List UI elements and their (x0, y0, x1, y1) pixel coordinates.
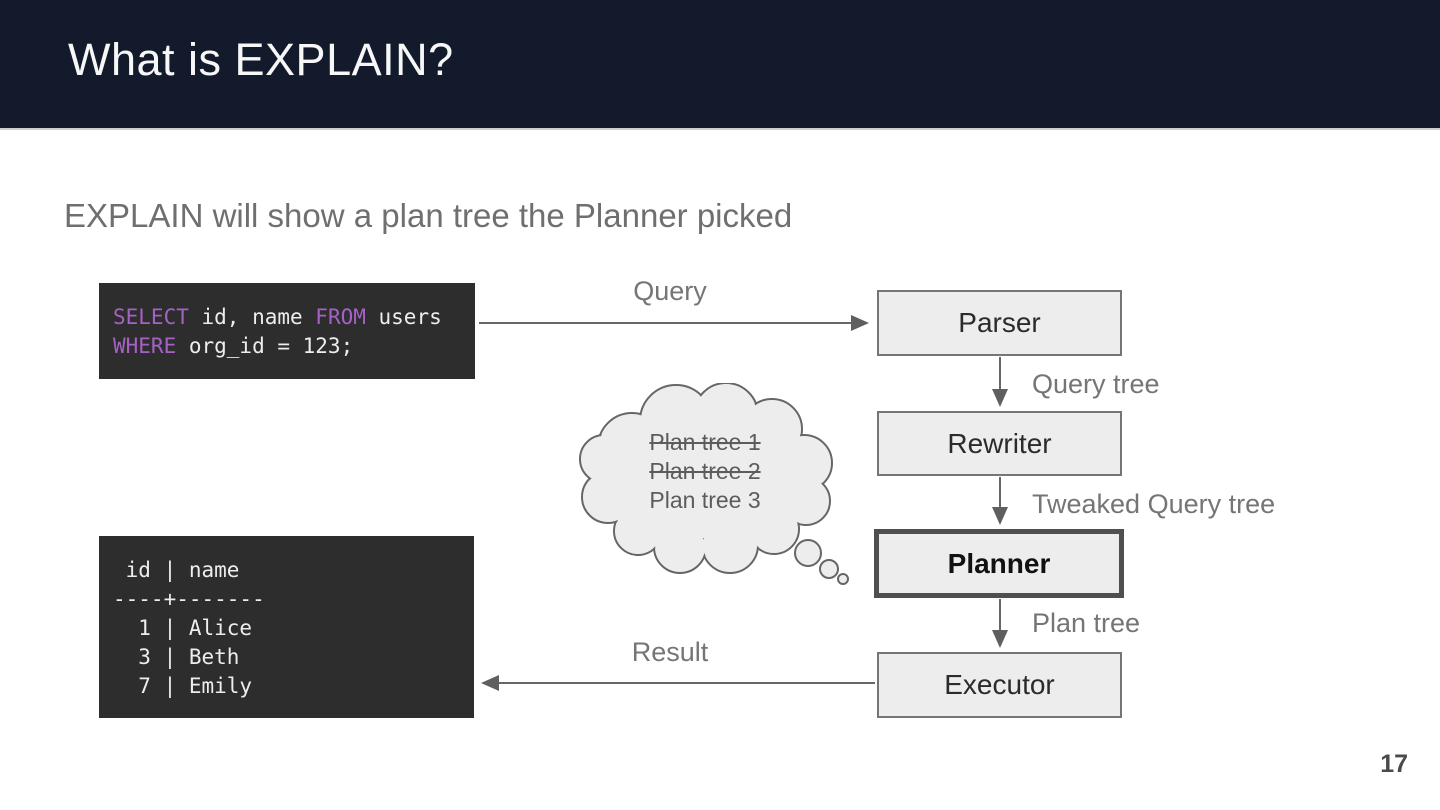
sql-fragment-fields: id, name (188, 305, 316, 329)
result-header-row: id | name (113, 558, 240, 582)
edge-label-tweaked-query-tree: Tweaked Query tree (1032, 489, 1276, 519)
slide-subtitle: EXPLAIN will show a plan tree the Planne… (64, 197, 793, 234)
sql-keyword-where: WHERE (113, 334, 177, 358)
edge-label-plan-tree: Plan tree (1032, 608, 1141, 638)
plan-option-chosen: Plan tree 3 (649, 487, 761, 513)
edge-label-query-tree: Query tree (1032, 369, 1160, 399)
flow-box-label: Parser (958, 307, 1041, 338)
result-row: 3 | Beth (113, 645, 240, 669)
flow-box-planner: Planner (874, 529, 1124, 598)
flow-box-rewriter: Rewriter (877, 411, 1122, 476)
plan-option-rejected: Plan tree 2 (649, 458, 761, 484)
query-result-block: id | name ----+------- 1 | Alice 3 | Bet… (99, 536, 474, 718)
sql-fragment-condition: org_id = 123; (176, 334, 354, 358)
sql-keyword-select: SELECT (113, 305, 189, 329)
thought-cloud-options: Plan tree 1 Plan tree 2 Plan tree 3 (597, 428, 813, 515)
flow-box-executor: Executor (877, 652, 1122, 718)
edge-label-result: Result (631, 637, 709, 667)
sql-line-1: SELECT id, name FROM users (113, 303, 475, 332)
flow-box-label: Rewriter (947, 427, 1052, 459)
result-row: 7 | Emily (113, 674, 253, 698)
slide-header: What is EXPLAIN? (0, 0, 1440, 130)
page-number: 17 (1380, 750, 1408, 778)
sql-fragment-table: users (365, 305, 442, 329)
result-separator-row: ----+------- (113, 587, 265, 611)
plan-option-rejected: Plan tree 1 (649, 429, 761, 455)
edge-label-query: Query (633, 276, 707, 306)
sql-code-block: SELECT id, name FROM users WHERE org_id … (99, 283, 475, 379)
thought-bubble-trail (794, 539, 849, 585)
page-title: What is EXPLAIN? (68, 34, 454, 85)
sql-line-2: WHERE org_id = 123; (113, 332, 475, 361)
flow-box-parser: Parser (877, 290, 1122, 356)
flow-box-label: Executor (944, 669, 1055, 700)
result-row: 1 | Alice (113, 616, 253, 640)
flow-box-label: Planner (947, 547, 1051, 579)
sql-keyword-from: FROM (315, 305, 366, 329)
